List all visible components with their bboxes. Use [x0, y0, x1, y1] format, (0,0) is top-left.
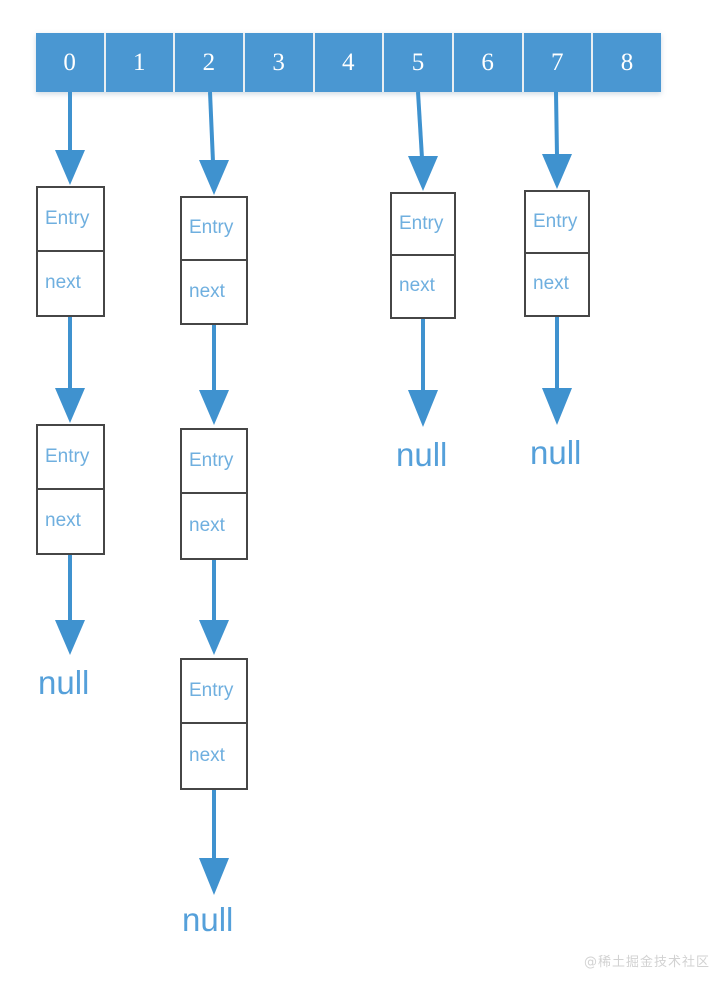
arrow-node2-to-null-chain0	[55, 554, 85, 655]
bucket-cell-1[interactable]: 1	[105, 33, 176, 92]
arrow-bucket5-to-node1	[408, 91, 438, 191]
bucket-index-label: 0	[63, 49, 77, 76]
bucket-cell-2[interactable]: 2	[175, 33, 246, 92]
arrow-node1-to-null-chain7	[542, 316, 572, 425]
bucket-index-label: 5	[411, 49, 425, 76]
entry-node-label: Entry	[182, 430, 246, 494]
bucket-cell-4[interactable]: 4	[314, 33, 385, 92]
arrow-node3-to-null-chain2	[199, 790, 229, 895]
next-pointer-label: next	[533, 273, 569, 295]
null-terminator-chain2: null	[182, 901, 234, 938]
next-pointer-label: next	[189, 745, 225, 766]
entry-node-label: Entry	[38, 426, 103, 490]
arrow-bucket2-to-node1	[199, 91, 229, 195]
next-pointer-label: next	[45, 510, 81, 532]
entry-node-chain0-2[interactable]: Entry next	[36, 424, 105, 555]
null-terminator-chain5: null	[396, 436, 448, 473]
arrow-bucket7-to-node1	[542, 91, 572, 189]
bucket-index-label: 8	[620, 49, 634, 76]
bucket-index-label: 4	[342, 49, 356, 76]
entry-node-label: Entry	[182, 660, 246, 724]
entry-node-label: Entry	[182, 198, 246, 261]
entry-node-chain2-1[interactable]: Entry next	[180, 196, 248, 325]
bucket-cell-0[interactable]: 0	[36, 33, 106, 92]
arrow-node1-to-null-chain5	[408, 318, 438, 427]
entry-node-chain2-3[interactable]: Entry next	[180, 658, 248, 790]
bucket-index-label: 6	[481, 49, 495, 76]
bucket-cell-6[interactable]: 6	[454, 33, 524, 92]
next-pointer-label: next	[399, 275, 435, 297]
arrow-node1-to-node2-chain2	[199, 324, 229, 425]
bucket-index-label: 3	[272, 49, 286, 76]
bucket-index-label: 1	[133, 49, 146, 76]
entry-node-label: Entry	[392, 194, 454, 256]
arrow-bucket0-to-node1	[55, 92, 85, 185]
arrow-node2-to-node3-chain2	[199, 560, 229, 655]
bucket-array: 0 1 2 3 4 5 6 7 8	[36, 33, 662, 92]
entry-node-label: Entry	[38, 188, 103, 252]
next-pointer-label: next	[189, 515, 225, 536]
next-pointer-label: next	[189, 280, 225, 302]
next-pointer-label: next	[45, 272, 81, 294]
entry-node-chain7-1[interactable]: Entry next	[524, 190, 590, 317]
bucket-index-label: 2	[202, 49, 216, 76]
entry-node-label: Entry	[526, 192, 588, 254]
bucket-cell-7[interactable]: 7	[523, 33, 594, 92]
watermark: @稀土掘金技术社区	[583, 955, 710, 970]
entry-node-chain0-1[interactable]: Entry next	[36, 186, 105, 317]
entry-node-chain2-2[interactable]: Entry next	[180, 428, 248, 560]
bucket-cell-5[interactable]: 5	[384, 33, 455, 92]
entry-node-chain5-1[interactable]: Entry next	[390, 192, 456, 319]
arrow-node1-to-node2-chain0	[55, 316, 85, 423]
bucket-cell-3[interactable]: 3	[245, 33, 315, 92]
null-terminator-chain7: null	[530, 434, 582, 471]
bucket-cell-8[interactable]: 8	[593, 33, 662, 92]
bucket-index-label: 7	[551, 49, 565, 76]
null-terminator-chain0: null	[38, 664, 90, 701]
